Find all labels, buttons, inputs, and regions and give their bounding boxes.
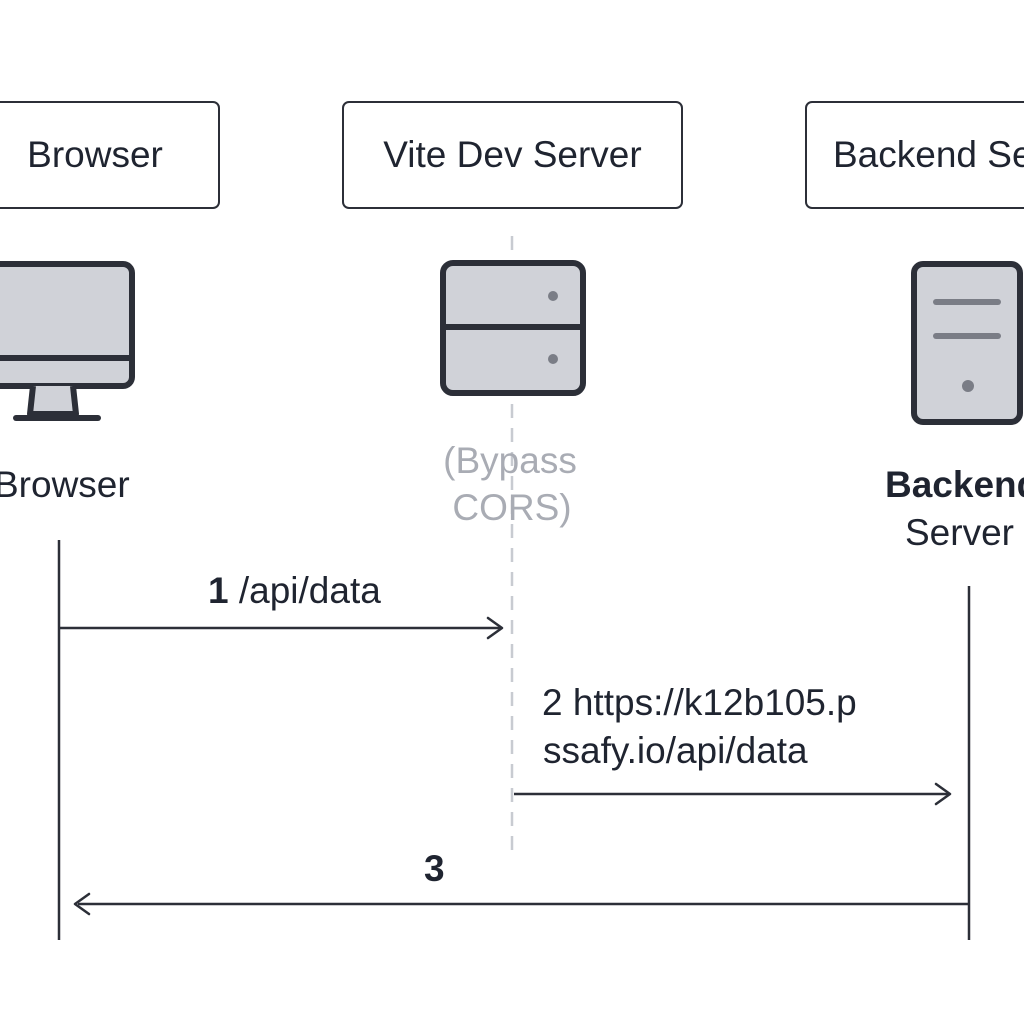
browser-caption: Browser <box>0 464 130 505</box>
backend-caption-line2: Server <box>905 512 1014 553</box>
message-2-text-line1: https://k12b105.p <box>572 682 857 723</box>
message-1-text: /api/data <box>238 570 381 611</box>
browser-header-box: Browser <box>0 101 220 209</box>
backend-server-header-label: Backend Server <box>833 134 1024 175</box>
monitor-icon <box>0 261 135 421</box>
arrow-3-head <box>73 892 91 916</box>
message-2-label-line2: ssafy.io/api/data <box>543 730 808 771</box>
vite-caption-line1: (Bypass <box>443 440 577 481</box>
message-1-number: 1 <box>208 570 229 611</box>
arrow-1-head <box>486 616 504 640</box>
message-2-label: 2 https://k12b105.p <box>542 682 857 724</box>
message-2-number: 2 <box>542 682 563 723</box>
vite-dev-server-header-box: Vite Dev Server <box>342 101 683 209</box>
vite-dev-server-header-label: Vite Dev Server <box>383 134 642 175</box>
arrow-2-head <box>934 782 952 806</box>
message-3-number: 3 <box>424 848 445 889</box>
server-icon <box>440 260 586 396</box>
browser-header-label: Browser <box>27 134 163 175</box>
server-tower-icon <box>911 261 1023 425</box>
message-1-label: 1 /api/data <box>208 570 381 612</box>
vite-caption-line2: CORS) <box>452 487 572 528</box>
backend-server-header-box: Backend Server <box>805 101 1024 209</box>
backend-caption-line1: Backend <box>885 464 1024 505</box>
